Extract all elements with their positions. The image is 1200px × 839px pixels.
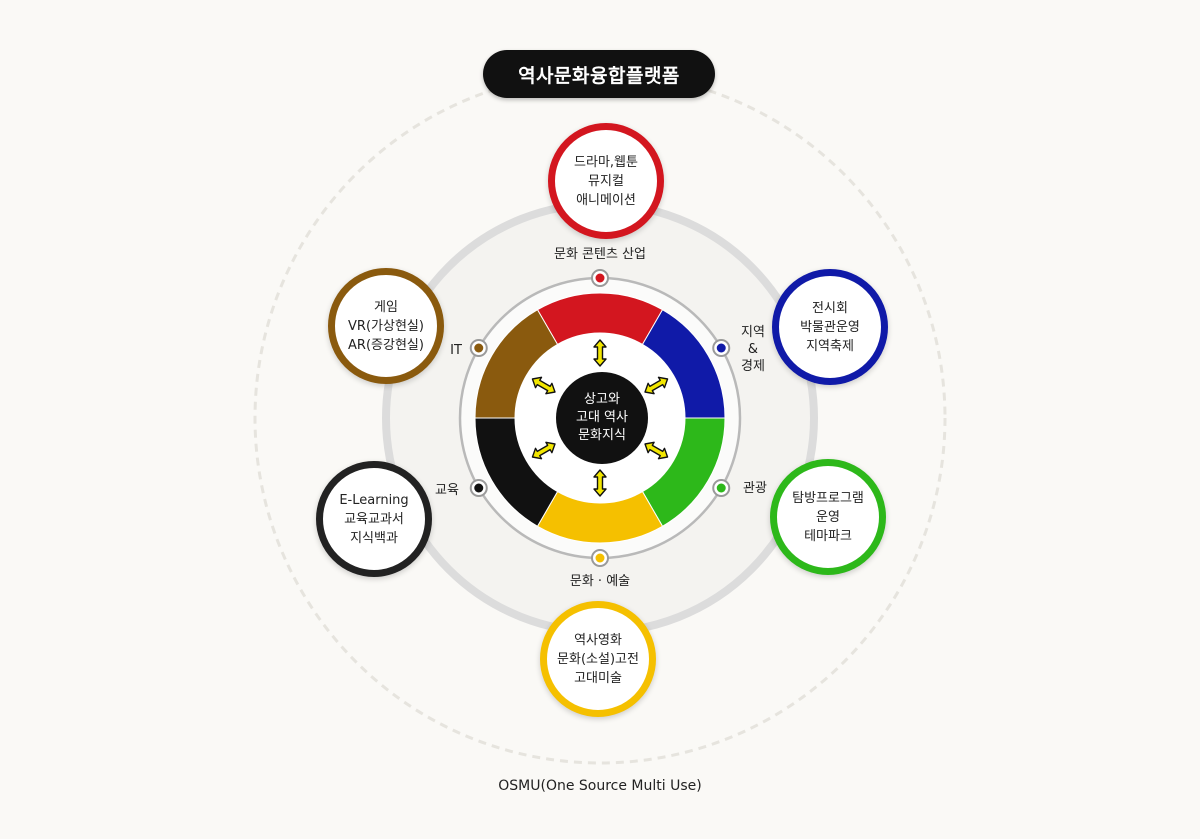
label-line: 관광 [743,481,767,496]
hub-line: 문화지식 [578,428,626,443]
bubble-line: 게임 [374,299,398,315]
bubble-line: E-Learning [339,492,409,508]
ring-dot-5 [474,483,484,493]
label-line: 문화 콘텐츠 산업 [554,247,646,262]
bubble-line: 박물관운영 [800,319,860,335]
label-line: 지역 [741,325,765,340]
platform-title: 역사문화융합플랫폼 [483,50,715,98]
bubble-line: 고대미술 [574,670,622,686]
bubble-line: 애니메이션 [576,192,636,208]
arrow-shape [593,469,607,497]
center-hub: 상고와 고대 역사 문화지식 [556,372,648,464]
footer-osmu: OSMU(One Source Multi Use) [498,778,702,794]
bubble-line: 드라마,웹툰 [574,154,638,170]
label-line: 경제 [741,359,765,374]
label-line: IT [450,343,462,358]
bubble-line: 교육교과서 [344,511,404,527]
label-culture-arts: 문화 · 예술 [555,573,645,590]
bubble-education: E-Learning 교육교과서 지식백과 [316,461,432,577]
arrow-shape [531,376,556,395]
label-tourism: 관광 [736,480,774,497]
bubble-regional-economy: 전시회 박물관운영 지역축제 [772,269,888,385]
hub-line: 상고와 [584,392,620,407]
bubble-line: 뮤지컬 [588,173,624,189]
bubble-culture-content: 드라마,웹툰 뮤지컬 애니메이션 [548,123,664,239]
hub-line: 고대 역사 [576,410,628,425]
bubble-it: 게임 VR(가상현실) AR(증강현실) [328,268,444,384]
double-arrow-4 [593,469,607,497]
bubble-culture-arts: 역사영화 문화(소설)고전 고대미술 [540,601,656,717]
label-line: 문화 · 예술 [569,574,631,589]
double-arrow-3 [644,441,669,460]
bubble-tourism: 탐방프로그램 운영 테마파크 [770,459,886,575]
label-regional-economy: 지역 & 경제 [730,324,776,375]
bubble-line: AR(증강현실) [348,337,424,353]
bubble-line: 역사영화 [574,632,622,648]
double-arrow-6 [531,376,556,395]
ring-dot-3 [716,483,726,493]
bubble-line: 지역축제 [806,338,854,354]
arrow-shape [644,376,669,395]
double-arrow-1 [593,339,607,367]
bubble-line: 지식백과 [350,530,398,546]
arrow-shape [593,339,607,367]
bubble-line: VR(가상현실) [348,318,424,334]
arrow-shape [644,441,669,460]
double-arrow-5 [531,441,556,460]
bubble-line: 탐방프로그램 [792,490,864,506]
label-culture-content-industry: 문화 콘텐츠 산업 [540,246,660,263]
ring-dot-1 [595,273,605,283]
label-education: 교육 [428,482,466,499]
ring-dot-4 [595,553,605,563]
ring-dot-2 [716,343,726,353]
double-arrow-2 [644,376,669,395]
label-line: & [747,342,759,357]
bubble-line: 테마파크 [804,528,852,544]
label-line: 교육 [435,483,459,498]
arrow-shape [531,441,556,460]
bubble-line: 전시회 [812,300,848,316]
label-it: IT [444,342,468,359]
bubble-line: 문화(소설)고전 [557,651,639,667]
bubble-line: 운영 [816,509,840,525]
ring-dot-6 [474,343,484,353]
